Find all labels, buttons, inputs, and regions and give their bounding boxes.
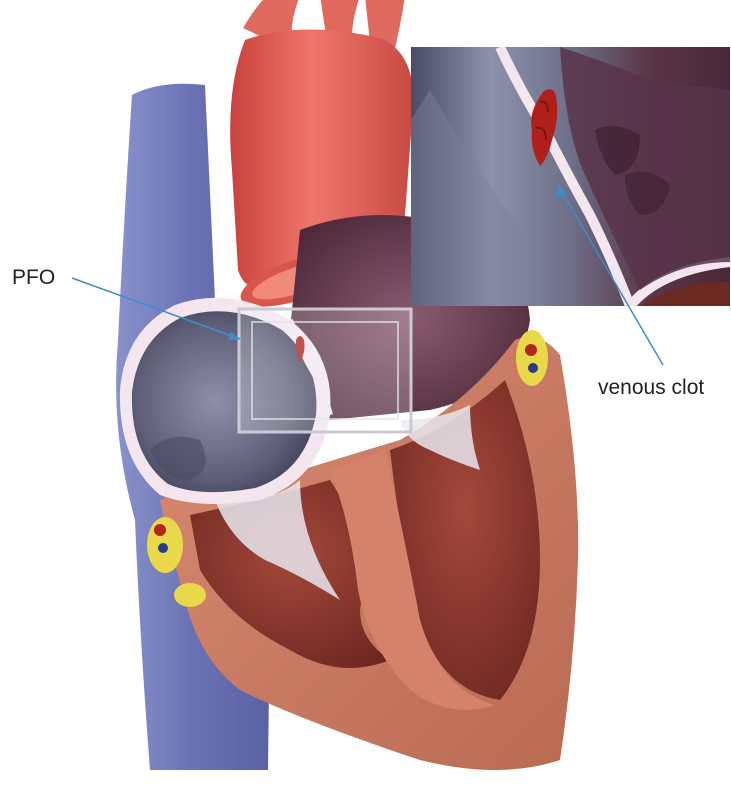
venous-clot-label: venous clot — [598, 376, 704, 400]
zoom-inset — [411, 47, 730, 306]
pfo-highlight-box — [239, 309, 411, 432]
coronary-vessels-right — [516, 330, 548, 386]
pfo-label: PFO — [12, 266, 55, 290]
